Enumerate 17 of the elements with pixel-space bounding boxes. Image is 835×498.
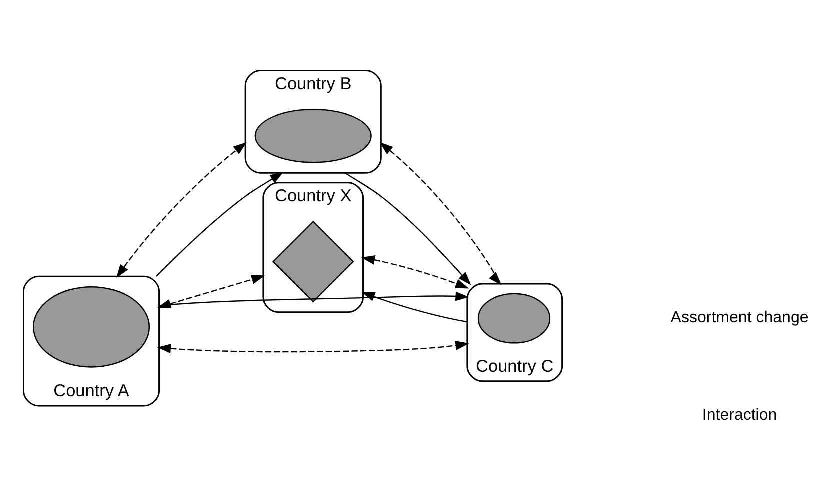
- node-ellipse: [254, 108, 372, 163]
- cluster: Country X: [262, 182, 364, 313]
- cluster: Country C: [466, 282, 564, 382]
- cluster: Country A: [22, 275, 160, 406]
- arrow: [159, 291, 470, 306]
- legend-label: Interaction: [702, 406, 778, 424]
- arrow: [362, 292, 468, 322]
- node-diamond: [272, 220, 354, 302]
- node-ellipse: [478, 292, 551, 344]
- arrow: [156, 172, 284, 277]
- cluster: Country B: [244, 70, 382, 174]
- legend-label: Assortment change: [670, 308, 809, 326]
- arrow: [116, 142, 248, 278]
- arrow: [380, 142, 502, 285]
- arrow: [157, 340, 470, 353]
- node-ellipse: [32, 286, 150, 368]
- arrow: [361, 254, 470, 288]
